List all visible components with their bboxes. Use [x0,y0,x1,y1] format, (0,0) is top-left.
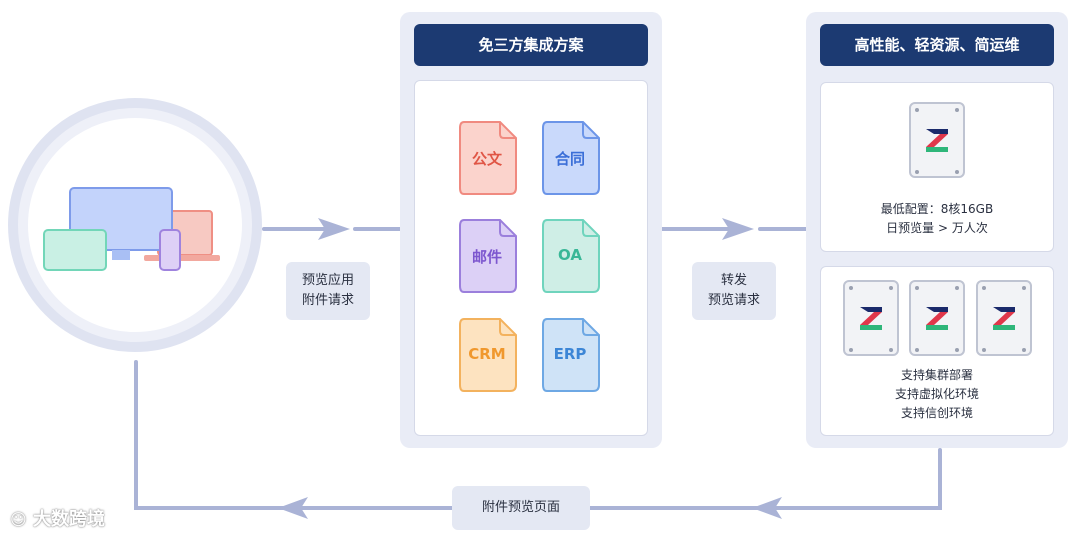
doc-oa: OA [541,218,603,294]
cluster-line2: 支持虚拟化环境 [894,387,979,401]
forward-label-box: 转发 预览请求 [692,262,776,320]
doc-label: ERP [553,345,587,363]
single-spec-line1: 最低配置：8核16GB [880,202,994,216]
laptop-base [144,255,220,261]
cluster-server-icon [976,280,1032,356]
return-path-line [588,448,942,510]
cluster-server-icon [843,280,899,356]
document-icon [459,318,517,392]
doc-label: 公文 [471,150,502,168]
screw-dot [849,348,853,352]
forward-label-line2: 预览请求 [707,293,760,308]
screw-dot [849,286,853,290]
screw-dot [955,286,959,290]
doc-crm: CRM [458,317,520,393]
return-path-line-3 [134,360,292,510]
doc-label: 邮件 [471,248,502,266]
doc-hetong: 合同 [541,120,603,196]
doc-erp: ERP [541,317,603,393]
request-label-line2: 附件请求 [301,293,354,308]
single-spec-text: 最低配置：8核16GB 日预览量 > 万人次 [820,200,1054,238]
cluster-spec-text: 支持集群部署 支持虚拟化环境 支持信创环境 [820,366,1054,423]
monitor-stand [112,250,130,260]
request-label-line1: 预览应用 [301,273,354,288]
screw-dot [915,108,919,112]
document-icon [542,219,600,293]
return-arrowhead-right [752,497,782,519]
doc-label: CRM [468,345,506,363]
single-server-icon [909,102,965,178]
document-icon [459,121,517,195]
document-icon [542,318,600,392]
performance-panel-header: 高性能、轻资源、简运维 [820,24,1054,66]
phone [159,229,181,271]
integration-panel-body [414,80,648,436]
screw-dot [1022,348,1026,352]
screw-dot [915,348,919,352]
client-devices-inner [28,118,242,332]
forward-arrowhead [722,218,754,240]
screw-dot [915,286,919,290]
screw-dot [889,348,893,352]
screw-dot [1022,286,1026,290]
request-arrowhead [318,218,350,240]
integration-panel-header: 免三方集成方案 [414,24,648,66]
z-logo-icon [926,129,948,152]
return-label-box: 附件预览页面 [452,486,590,530]
watermark-text: 大数跨境 [32,509,105,530]
watermark: ☺ 大数跨境 [10,505,105,531]
return-label: 附件预览页面 [481,500,560,515]
screw-dot [889,286,893,290]
single-spec-line2: 日预览量 > 万人次 [886,221,988,235]
screw-dot [982,348,986,352]
z-logo-icon [993,307,1015,330]
screw-dot [955,348,959,352]
doc-youjian: 邮件 [458,218,520,294]
watermark-logo-icon: ☺ [10,510,27,529]
document-icon [542,121,600,195]
forward-label-line1: 转发 [720,273,747,288]
cluster-server-icon [909,280,965,356]
document-icon [459,219,517,293]
cluster-line3: 支持信创环境 [900,406,973,420]
screw-dot [982,286,986,290]
z-logo-icon [860,307,882,330]
doc-gongwen: 公文 [458,120,520,196]
request-label-box: 预览应用 附件请求 [286,262,370,320]
return-arrowhead-left [278,497,308,519]
screw-dot [955,108,959,112]
screw-dot [915,170,919,174]
doc-label: OA [558,246,582,264]
tablet [43,229,107,271]
screw-dot [955,170,959,174]
cluster-line1: 支持集群部署 [900,368,973,382]
doc-label: 合同 [554,150,585,168]
devices-illustration [43,187,220,271]
z-logo-icon [926,307,948,330]
